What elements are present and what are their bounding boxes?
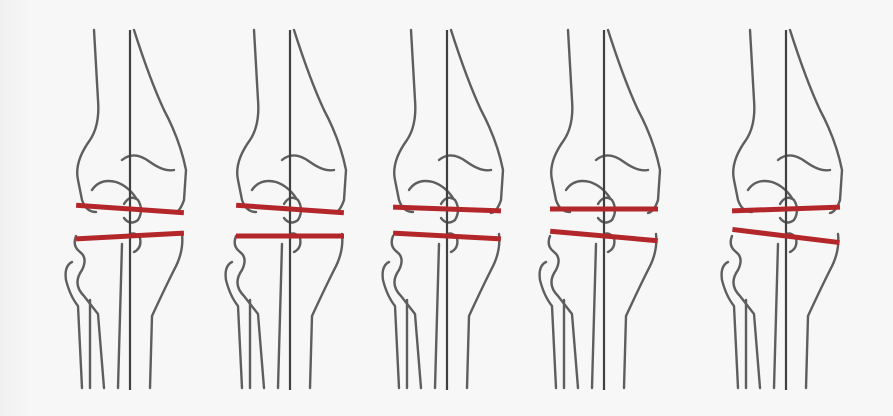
tibial-cut-line [76, 233, 184, 239]
femoral-cut-line [732, 207, 840, 211]
knee-figure-3 [383, 30, 503, 390]
tibial-cut-line [393, 233, 501, 239]
knee-figure-4 [540, 30, 660, 390]
knee-figure-5 [722, 30, 842, 390]
knee-figures [66, 30, 842, 390]
knee-figure-1 [66, 30, 186, 390]
knee-figure-2 [226, 30, 346, 390]
